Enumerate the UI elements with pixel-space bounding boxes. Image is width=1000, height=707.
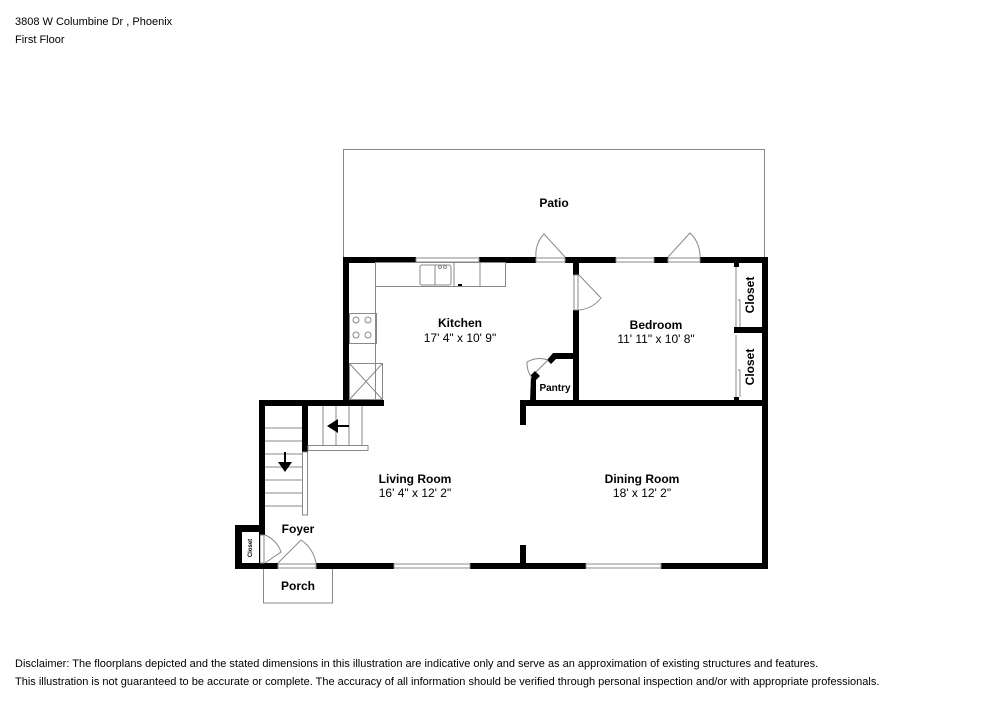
stair-arrow-icons: [278, 419, 349, 472]
disclaimer-line-2: This illustration is not guaranteed to b…: [15, 676, 880, 688]
closet-lower-label: Closet: [743, 349, 757, 386]
bedroom-label: Bedroom: [630, 318, 683, 332]
disclaimer-line-1: Disclaimer: The floorplans depicted and …: [15, 658, 819, 670]
kitchen-fixtures: [349, 262, 506, 400]
exterior-walls: [235, 257, 768, 569]
stove-icon: [349, 313, 377, 344]
kitchen-label: Kitchen: [438, 316, 482, 330]
stairs: [265, 406, 369, 516]
dining-room-dims: 18' x 12' 2": [613, 486, 671, 500]
porch-label: Porch: [281, 579, 315, 593]
dining-room-label: Dining Room: [605, 472, 680, 486]
floor-label: First Floor: [15, 34, 65, 46]
kitchen-dims: 17' 4" x 10' 9": [424, 331, 496, 345]
pantry-label: Pantry: [539, 383, 571, 394]
dishwasher-icon: [453, 262, 481, 287]
foyer-closet-label: Closet: [248, 539, 254, 557]
foyer-label: Foyer: [282, 522, 315, 536]
interior-walls: [302, 257, 768, 565]
closet-upper-label: Closet: [743, 277, 757, 314]
living-room-dims: 16' 4" x 12' 2": [379, 486, 451, 500]
patio-label: Patio: [539, 196, 568, 210]
doors: [259, 232, 741, 569]
living-room-label: Living Room: [379, 472, 452, 486]
windows: [393, 257, 662, 569]
address-label: 3808 W Columbine Dr , Phoenix: [15, 16, 173, 28]
refrigerator-icon: [349, 363, 383, 400]
bedroom-dims: 11' 11" x 10' 8": [617, 332, 694, 346]
